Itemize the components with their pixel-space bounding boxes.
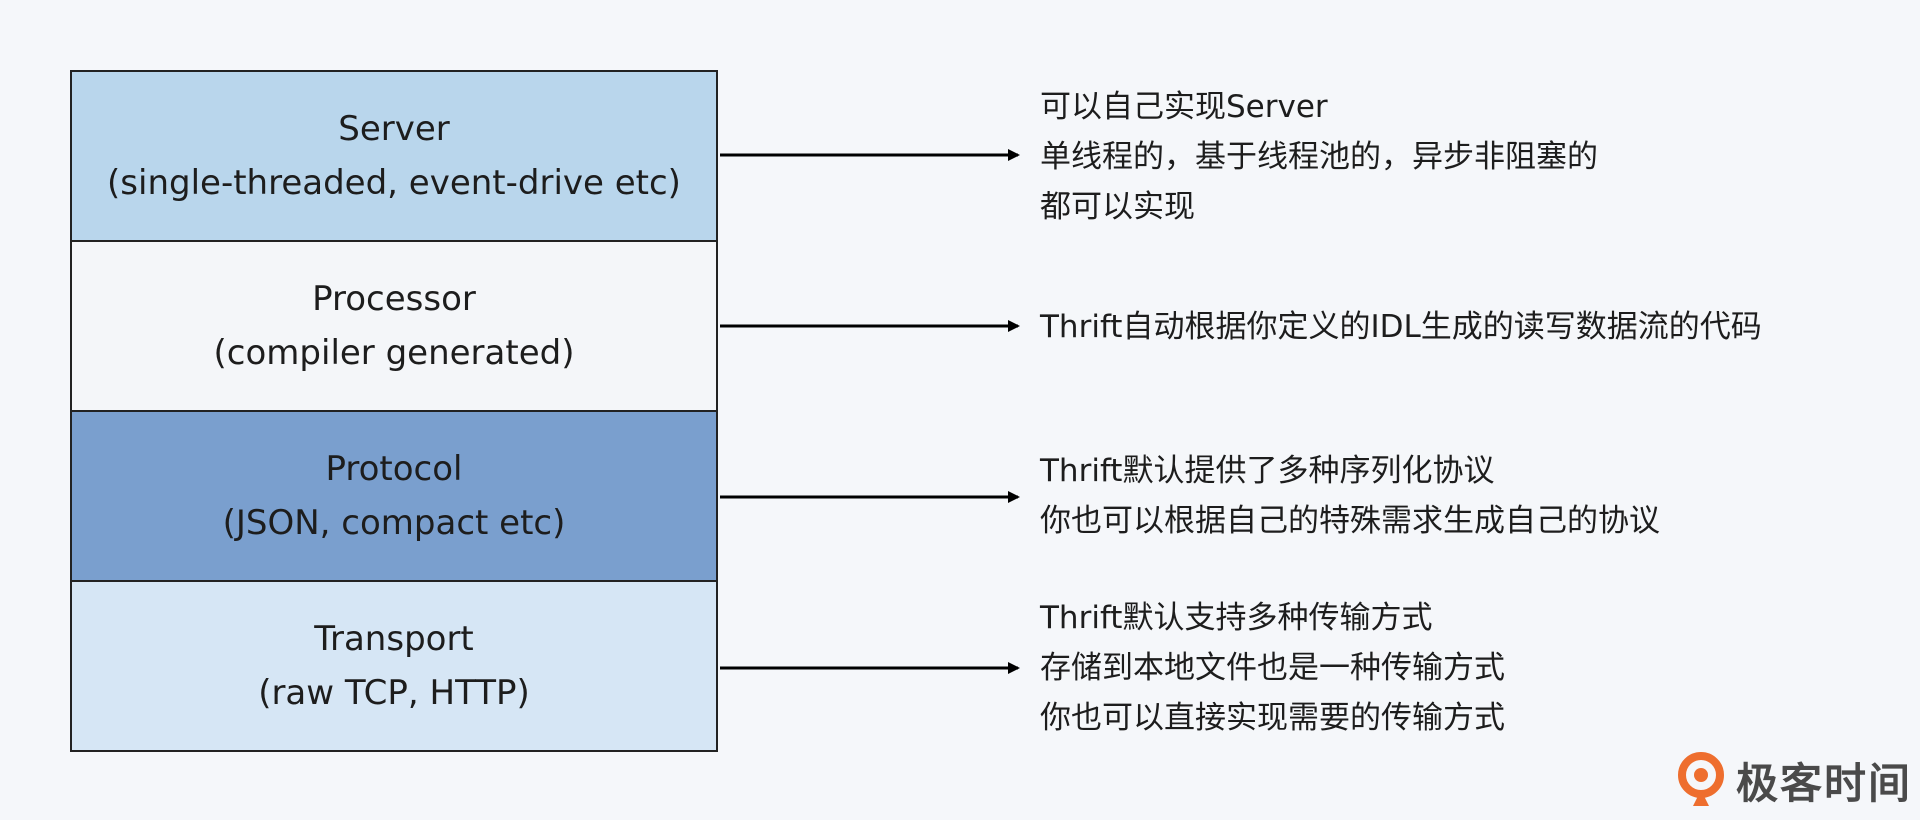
layer-protocol: Protocol (JSON, compact etc) (72, 412, 716, 582)
note-server-line-3: 都可以实现 (1040, 189, 1195, 225)
layer-processor-detail: (compiler generated) (213, 333, 575, 373)
note-server-line-1: 可以自己实现Server (1040, 89, 1328, 125)
note-processor-line-1: Thrift自动根据你定义的IDL生成的读写数据流的代码 (1040, 309, 1762, 345)
note-transport-line-3: 你也可以直接实现需要的传输方式 (1040, 700, 1505, 736)
layer-server-detail: (single-threaded, event-drive etc) (107, 163, 681, 203)
layer-server-name: Server (338, 109, 450, 149)
geektime-logo: 极客时间 (1676, 752, 1912, 808)
layer-transport: Transport (raw TCP, HTTP) (72, 582, 716, 750)
thrift-layer-stack: Server (single-threaded, event-drive etc… (70, 70, 718, 752)
geektime-logo-icon (1678, 752, 1724, 806)
note-transport-line-2: 存储到本地文件也是一种传输方式 (1040, 650, 1505, 686)
layer-transport-detail: (raw TCP, HTTP) (258, 673, 530, 713)
note-transport: Thrift默认支持多种传输方式 存储到本地文件也是一种传输方式 你也可以直接实… (1040, 593, 1505, 743)
layer-protocol-name: Protocol (325, 449, 463, 489)
note-server-line-2: 单线程的，基于线程池的，异步非阻塞的 (1040, 139, 1598, 175)
layer-protocol-detail: (JSON, compact etc) (222, 503, 566, 543)
layer-processor-name: Processor (312, 279, 476, 319)
logo-text: 极客时间 (1736, 758, 1913, 808)
note-protocol-line-2: 你也可以根据自己的特殊需求生成自己的协议 (1040, 503, 1660, 539)
layer-processor: Processor (compiler generated) (72, 242, 716, 412)
note-processor: Thrift自动根据你定义的IDL生成的读写数据流的代码 (1040, 302, 1762, 352)
layer-transport-name: Transport (314, 619, 474, 659)
note-server: 可以自己实现Server 单线程的，基于线程池的，异步非阻塞的 都可以实现 (1040, 82, 1598, 232)
note-transport-line-1: Thrift默认支持多种传输方式 (1040, 600, 1433, 636)
layer-server: Server (single-threaded, event-drive etc… (72, 72, 716, 242)
note-protocol: Thrift默认提供了多种序列化协议 你也可以根据自己的特殊需求生成自己的协议 (1040, 446, 1660, 546)
note-protocol-line-1: Thrift默认提供了多种序列化协议 (1040, 453, 1495, 489)
